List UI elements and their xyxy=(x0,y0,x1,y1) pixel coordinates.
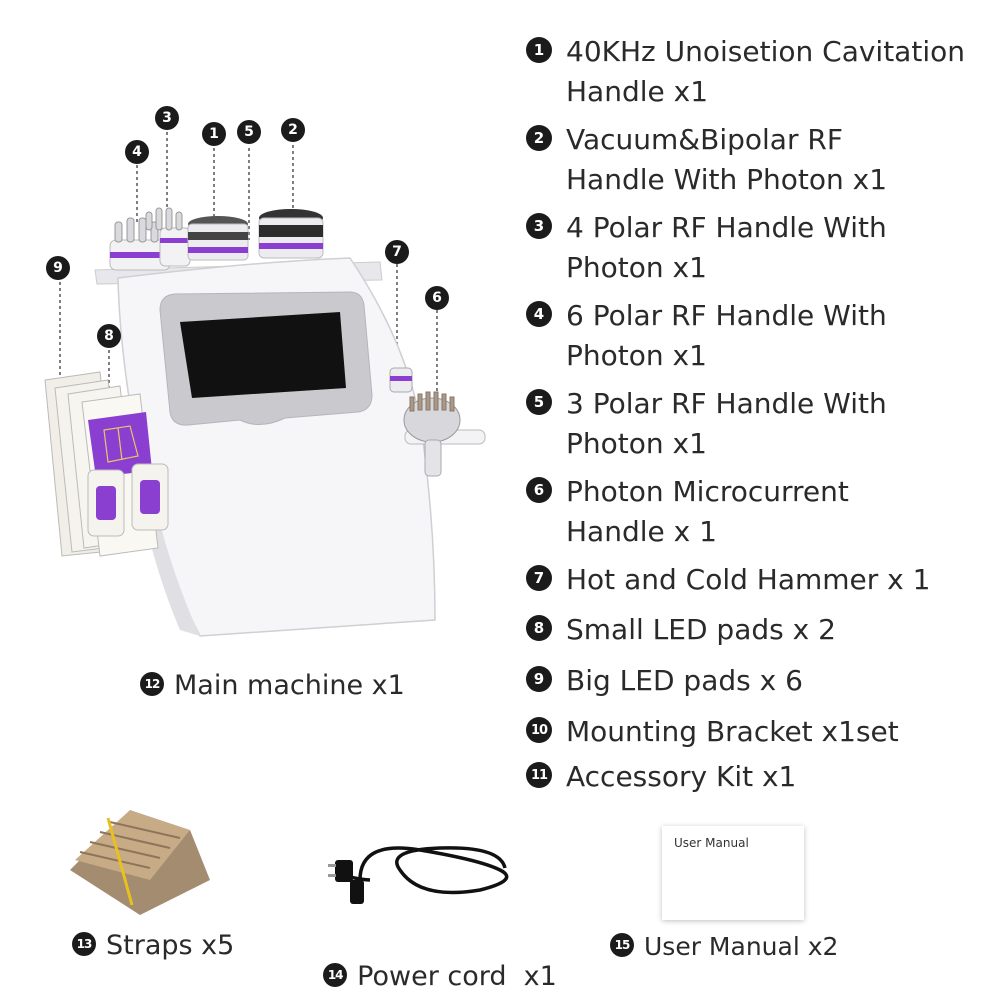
item-number-badge: 4 xyxy=(526,301,552,327)
power-cord-image xyxy=(340,846,509,895)
item-number-badge: 13 xyxy=(72,931,96,956)
main-machine-caption: 12 Main machine x1 xyxy=(140,670,405,701)
straps-caption: 13 Straps x5 xyxy=(72,930,234,961)
item-number-badge: 5 xyxy=(526,389,552,415)
item-text: Small LED pads x 2 xyxy=(566,613,836,646)
callout-badge-8: 8 xyxy=(97,324,121,348)
item-text: Hot and Cold Hammer x 1 xyxy=(566,563,931,596)
callout-badge-5: 5 xyxy=(237,120,261,144)
item-number-badge: 14 xyxy=(323,962,348,987)
item-number-badge: 11 xyxy=(526,762,552,788)
caption-text: Main machine x1 xyxy=(174,670,405,701)
item-text: Accessory Kit x1 xyxy=(566,760,797,793)
callout-badge-1: 1 xyxy=(202,122,226,146)
six-polar-handle xyxy=(109,217,171,271)
power-cord-caption: 14 Power cord x1 xyxy=(306,930,557,992)
item-number-badge: 10 xyxy=(526,717,552,743)
item-number-badge: 15 xyxy=(610,933,634,957)
item-text: Big LED pads x 6 xyxy=(566,664,803,697)
caption-text: Straps x5 xyxy=(106,930,235,961)
item-number-badge: 3 xyxy=(526,213,552,239)
item-number-badge: 7 xyxy=(526,565,552,591)
user-manual-image: User Manual xyxy=(662,826,804,920)
item-number-badge: 8 xyxy=(526,615,552,641)
caption-text: Power cord x1 xyxy=(357,961,557,992)
callout-badge-7: 7 xyxy=(385,240,409,264)
callout-badge-2: 2 xyxy=(281,118,305,142)
user-manual-caption: 15 User Manual x2 xyxy=(610,932,838,961)
item-number-badge: 6 xyxy=(526,477,552,503)
straps-image xyxy=(70,810,210,915)
item-number-badge: 2 xyxy=(526,125,552,151)
manual-sheet-title: User Manual xyxy=(674,836,749,850)
callout-badge-4: 4 xyxy=(125,140,149,164)
callout-badge-3: 3 xyxy=(155,106,179,130)
callout-badge-9: 9 xyxy=(46,256,70,280)
caption-text: User Manual x2 xyxy=(644,932,839,961)
callout-badge-6: 6 xyxy=(425,286,449,310)
item-number-badge: 1 xyxy=(526,37,552,63)
item-number-badge: 12 xyxy=(140,671,164,696)
item-text: Mounting Bracket x1set xyxy=(566,715,899,748)
item-number-badge: 9 xyxy=(526,666,552,692)
